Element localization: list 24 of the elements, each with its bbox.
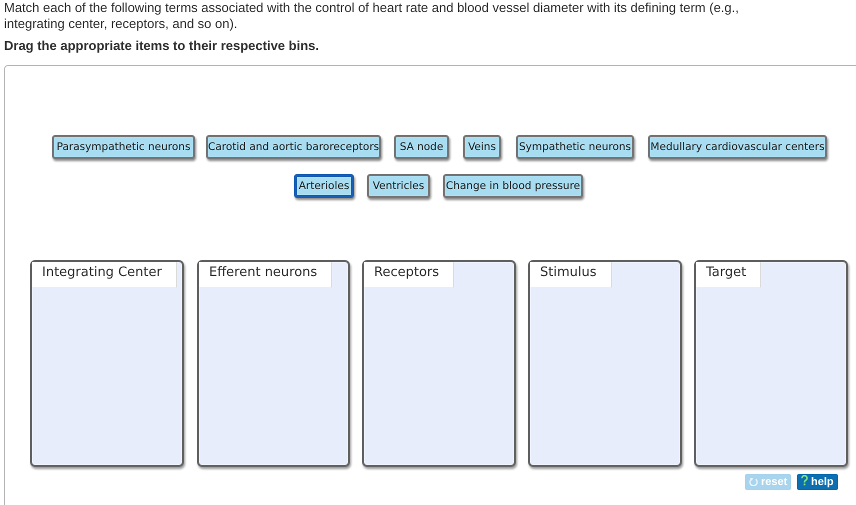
instruction-text: Match each of the following terms associated with the control of heart rate and blood vessel diameter with its defining term (e.g., integrating center, receptors, and so on). <box>4 0 740 32</box>
reset-button: reset <box>745 474 792 490</box>
drop-area-panel <box>4 65 856 505</box>
draggable-item: Parasympathetic neurons <box>52 135 195 159</box>
bin-title: Integrating Center <box>32 262 177 288</box>
instruction-text: Drag the appropriate items to their respective bins. <box>4 38 319 53</box>
draggable-item: Carotid and aortic baroreceptors <box>206 135 381 159</box>
drop-bin <box>528 260 682 467</box>
bin-title: Receptors <box>364 262 454 288</box>
drop-bin <box>197 260 350 467</box>
draggable-item: SA node <box>394 135 449 159</box>
draggable-item: Sympathetic neurons <box>516 135 634 159</box>
draggable-item: Medullary cardiovascular centers <box>648 135 827 159</box>
help-button: help <box>797 474 838 490</box>
bin-title: Target <box>696 262 762 288</box>
drop-bin <box>30 260 184 467</box>
draggable-item: Ventricles <box>367 174 430 198</box>
draggable-item: Veins <box>463 135 501 159</box>
drop-bin <box>362 260 516 467</box>
draggable-item: Change in blood pressure <box>443 174 583 198</box>
draggable-item: Arterioles <box>294 174 354 198</box>
bin-title: Stimulus <box>530 262 612 288</box>
drop-bin <box>694 260 848 467</box>
bin-title: Efferent neurons <box>199 262 332 288</box>
